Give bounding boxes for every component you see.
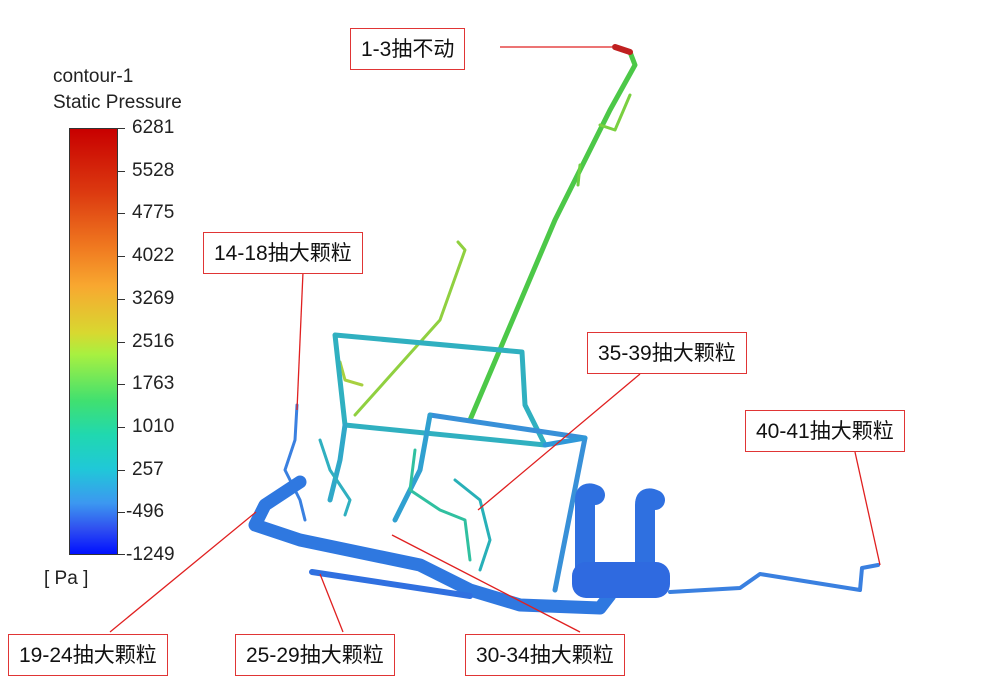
middle-frame (542, 435, 588, 448)
branch-19-24 (318, 438, 352, 517)
leader-line-14-18 (296, 271, 304, 411)
color-bar-tick (118, 554, 125, 555)
color-bar-tick-label: 4022 (132, 245, 175, 267)
callout-1-3: 1-3抽不动 (350, 28, 466, 70)
leader-line-19-24 (109, 511, 257, 633)
color-bar-tick-label: 257 (132, 458, 164, 480)
diagonal-branch (338, 360, 364, 387)
diagonal-pipe (353, 240, 467, 417)
callout-40-41: 40-41抽大颗粒 (745, 410, 905, 452)
large-vertical-pipe (575, 483, 605, 580)
middle-frame (392, 412, 433, 523)
color-bar-tick-label: 1010 (132, 415, 175, 437)
color-bar-tick (118, 426, 125, 428)
color-bar-tick-label: 3269 (132, 287, 175, 309)
lower-thin-pipe (309, 569, 473, 599)
branch-30-34 (408, 448, 472, 562)
color-bar-tick (118, 384, 125, 386)
callout-19-24: 19-24抽大颗粒 (8, 634, 168, 676)
riser-branch (598, 93, 632, 132)
leader-line-35-39 (477, 373, 641, 511)
color-bar-tick (118, 128, 125, 129)
color-bar-tick-label: 2516 (132, 330, 175, 352)
leader-line-25-29 (319, 573, 344, 633)
color-bar-tick-label: 6281 (132, 117, 175, 138)
callout-30-34: 30-34抽大颗粒 (465, 634, 625, 676)
branch-35-39 (453, 478, 492, 572)
right-pipe (668, 563, 880, 594)
riser-branch (576, 163, 582, 187)
riser-pipe (467, 49, 638, 423)
callout-25-29: 25-29抽大颗粒 (235, 634, 395, 676)
color-bar-tick-label: 1763 (132, 373, 175, 395)
leader-line-40-41 (854, 451, 881, 566)
middle-frame (327, 422, 348, 503)
callout-14-18: 14-18抽大颗粒 (203, 232, 363, 274)
color-bar-tick (118, 256, 125, 258)
color-bar-tick (118, 341, 125, 343)
legend-unit: [ Pa ] (44, 568, 89, 589)
riser-pipe-top (612, 44, 633, 55)
color-bar-tick (118, 298, 125, 300)
color-bar-tick (118, 469, 125, 471)
color-bar-tick (118, 170, 125, 172)
color-bar (69, 128, 118, 555)
color-bar-tick (118, 512, 125, 514)
large-vertical-pipe (635, 488, 665, 580)
collector-box (572, 562, 670, 598)
color-bar-tick-label: 4775 (132, 202, 175, 224)
upper-frame (332, 332, 548, 448)
color-bar-tick-label: -1249 (126, 544, 175, 565)
color-bar-tick-label: -496 (126, 501, 165, 523)
leader-line-30-34 (391, 534, 581, 633)
callout-35-39: 35-39抽大颗粒 (587, 332, 747, 374)
legend-title-line1: contour-1 (53, 66, 134, 87)
main-header-pipe (248, 475, 617, 615)
color-bar-tick (118, 213, 125, 215)
color-bar-tick-label: 5528 (132, 159, 175, 181)
legend-title-line2: Static Pressure (53, 92, 182, 113)
branch-14-18 (283, 403, 307, 522)
